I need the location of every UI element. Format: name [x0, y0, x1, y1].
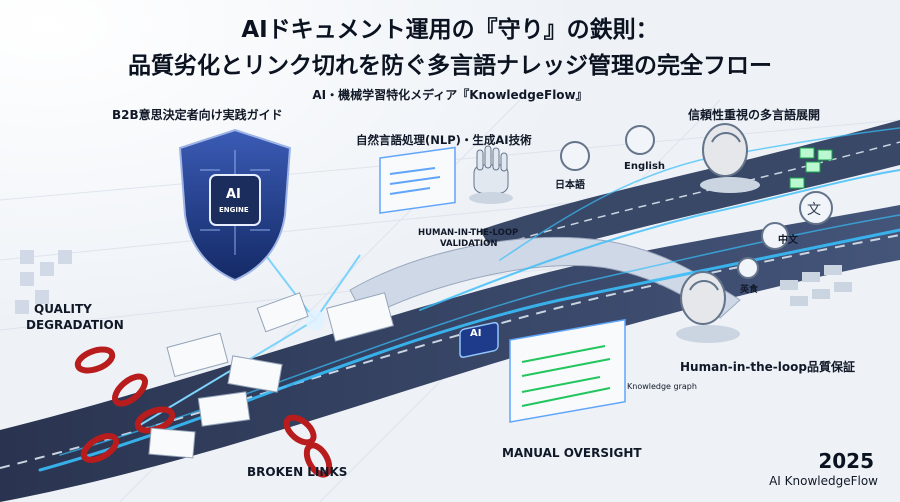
label-manual-oversight: MANUAL OVERSIGHT	[502, 446, 642, 460]
language-globes	[560, 125, 789, 279]
label-lang-other: 英食	[740, 285, 759, 295]
label-ai-chip: AI	[470, 328, 482, 339]
right-data-blocks	[780, 265, 852, 306]
label-nlp-ai: 自然言語処理(NLP)・生成AI技術	[356, 133, 532, 147]
label-b2b-guide: B2B意思決定者向け実践ガイド	[112, 108, 283, 122]
left-data-blocks	[15, 250, 72, 314]
globe-icon-japanese	[560, 141, 590, 171]
label-hitl-quality: Human-in-the-loop品質保証	[680, 360, 855, 374]
human-head-icon-bottom	[676, 271, 740, 343]
broken-chain-icon	[74, 346, 333, 478]
label-quality-degradation-2: DEGRADATION	[26, 318, 124, 332]
green-data-blocks	[789, 147, 833, 189]
translation-panel	[379, 146, 456, 214]
label-quality-degradation-1: QUALITY	[34, 302, 92, 316]
energy-burst	[305, 310, 325, 330]
label-lang-japanese: 日本語	[555, 180, 585, 191]
globe-icon-chinese	[761, 222, 789, 250]
label-hitl-validation-1: HUMAN-IN-THE-LOOP	[418, 228, 519, 238]
document-fragments	[148, 292, 394, 459]
footer-brand: AI KnowledgeFlow	[769, 474, 878, 488]
hand-stop-icon	[469, 145, 513, 204]
label-knowledge-graph: Knowledge graph	[627, 382, 697, 391]
svg-text:文: 文	[807, 202, 821, 218]
human-head-icon-top	[700, 123, 760, 193]
label-trusted-multilingual: 信頼性重視の多言語展開	[688, 108, 821, 122]
footer-year: 2025	[818, 449, 874, 473]
bridge-ramp	[349, 236, 741, 319]
ai-node	[459, 321, 499, 359]
label-ai-engine-ai: AI	[226, 187, 241, 202]
upper-road	[480, 120, 900, 265]
label-hitl-validation-2: VALIDATION	[440, 239, 498, 249]
ai-shield	[178, 128, 292, 282]
label-lang-english: English	[624, 161, 666, 172]
globe-icon-other	[737, 257, 759, 279]
translate-icon: 文	[799, 191, 833, 225]
globe-icon-english	[625, 125, 655, 155]
ai-chip-icon	[209, 174, 261, 226]
road-lane-line	[0, 234, 900, 469]
label-broken-links: BROKEN LINKS	[247, 465, 348, 479]
oversight-panel	[509, 318, 626, 423]
label-lang-chinese: 中文	[778, 235, 798, 246]
page-title-line2: 品質劣化とリンク切れを防ぐ多言語ナレッジ管理の完全フロー	[128, 53, 772, 79]
page-subtitle: AI・機械学習特化メディア『KnowledgeFlow』	[312, 88, 588, 102]
label-ai-engine-engine: ENGINE	[219, 206, 249, 214]
page-title-line1: AIドキュメント運用の『守り』の鉄則：	[241, 17, 659, 43]
